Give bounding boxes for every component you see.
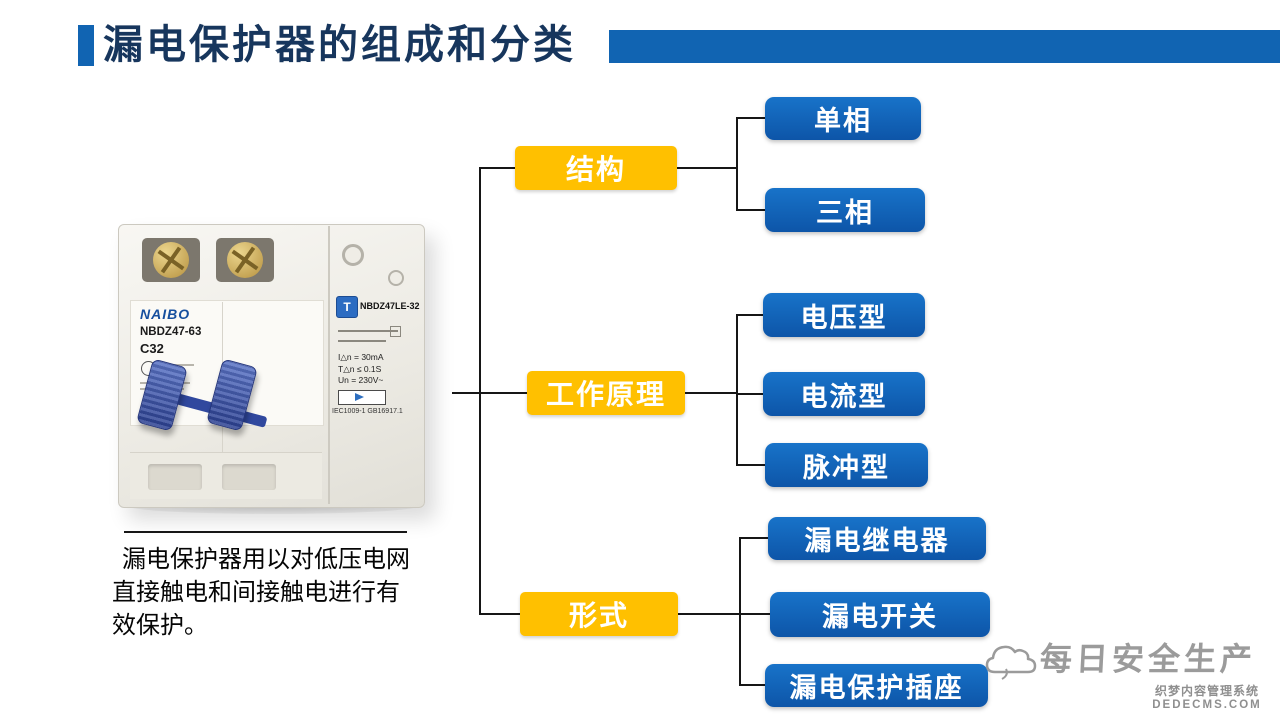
connector-line: [736, 117, 738, 211]
terminal-screw-icon: [153, 242, 189, 278]
module-divider-line: [328, 226, 330, 504]
caption-line: 直接触电和间接触电进行有: [112, 579, 400, 606]
screw-slot: [157, 249, 185, 271]
arrow-badge: [338, 390, 386, 405]
tree-node-form: 形式: [520, 592, 678, 636]
watermark-cms-name: 织梦内容管理系统: [1154, 684, 1259, 698]
test-button: T: [336, 296, 358, 318]
watermark-brand: 每日安全生产: [1038, 641, 1257, 677]
connector-line: [685, 392, 737, 394]
title-rule-bar: [609, 30, 1280, 63]
page-title: 漏电保护器的组成和分类: [103, 23, 576, 67]
connector-line: [736, 117, 765, 119]
tree-leaf-leakage-relay: 漏电继电器: [768, 517, 986, 560]
tree-leaf-three-phase: 三相: [765, 188, 925, 232]
cert-label: IEC1009-1 GB16917.1: [332, 408, 403, 415]
connector-line: [479, 613, 520, 615]
caption-divider: [124, 531, 407, 533]
watermark-cms: 织梦内容管理系统 DEDECMS.COM: [1148, 682, 1266, 711]
mount-hole-icon: [388, 270, 404, 286]
tree-leaf-leakage-socket: 漏电保护插座: [765, 664, 988, 707]
screw-slot: [231, 249, 259, 271]
mount-hole-icon: [342, 244, 364, 266]
connector-line: [479, 167, 481, 615]
connector-line: [736, 314, 763, 316]
model-label: NBDZ47-63: [140, 326, 202, 338]
rating-label: C32: [140, 341, 164, 356]
watermark-logo: [985, 645, 1037, 680]
schematic-symbol-icon: [390, 326, 401, 337]
connector-line: [452, 392, 527, 394]
tree-node-working-principle: 工作原理: [527, 371, 685, 415]
arrow-icon: [355, 393, 364, 401]
tree-leaf-leakage-switch: 漏电开关: [770, 592, 990, 637]
caption-line: 效保护。: [112, 612, 208, 639]
tree-leaf-current-type: 电流型: [763, 372, 925, 416]
tree-leaf-pulse-type: 脉冲型: [765, 443, 928, 487]
spec-line: T△n ≤ 0.1S: [338, 363, 382, 374]
breaker-photo: NAIBO NBDZ47-63 C32 T NBDZ47LE-32 I△n = …: [100, 212, 435, 524]
bottom-notch: [148, 464, 202, 490]
connector-line: [736, 464, 765, 466]
connector-line: [678, 613, 740, 615]
connector-line: [739, 537, 741, 686]
connector-line: [736, 314, 738, 466]
tree-leaf-voltage-type: 电压型: [763, 293, 925, 337]
watermark-cms-domain: DEDECMS.COM: [1152, 699, 1262, 711]
le-model-label: NBDZ47LE-32: [360, 301, 420, 311]
connector-line: [736, 393, 763, 395]
connector-line: [479, 167, 515, 169]
spec-lines: I△n = 30mA T△n ≤ 0.1S Un = 230V~: [338, 352, 384, 387]
spec-line: Un = 230V~: [338, 375, 384, 385]
schematic-line: [338, 340, 386, 342]
tree-node-structure: 结构: [515, 146, 677, 190]
connector-line: [739, 684, 765, 686]
caption-line: 漏电保护器用以对低压电网: [122, 546, 410, 573]
title-accent-bar: [78, 25, 94, 66]
connector-line: [739, 537, 768, 539]
bottom-notch: [222, 464, 276, 490]
connector-line: [736, 209, 765, 211]
caption: 漏电保护器用以对低压电网 直接触电和间接触电进行有 效保护。: [112, 543, 410, 642]
tree-leaf-single-phase: 单相: [765, 97, 921, 140]
connector-line: [677, 167, 737, 169]
connector-line: [739, 613, 770, 615]
schematic-line: [338, 330, 398, 332]
terminal-screw-icon: [227, 242, 263, 278]
brand-label: NAIBO: [140, 306, 191, 322]
spec-line: I△n = 30mA: [338, 352, 384, 362]
